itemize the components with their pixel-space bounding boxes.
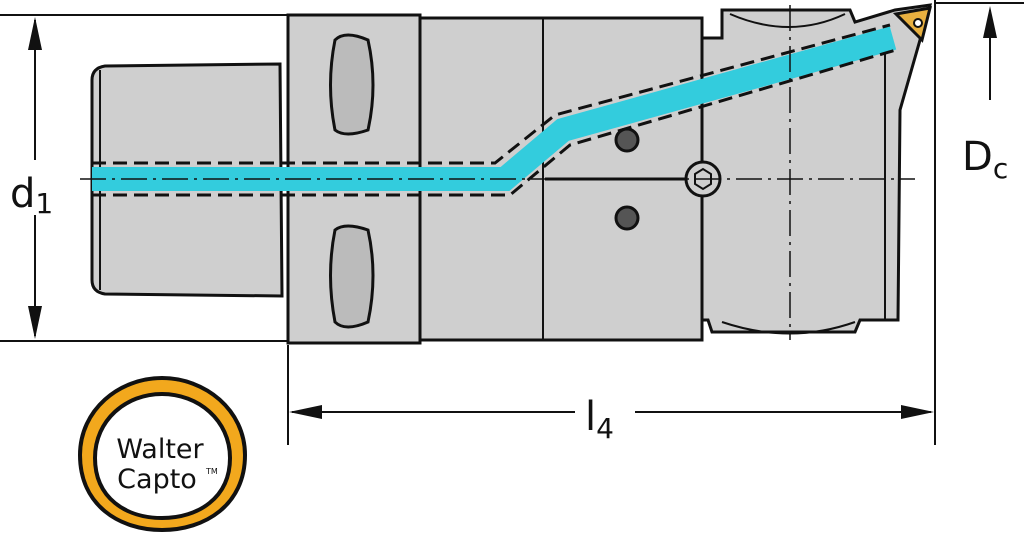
d1-label: d1: [10, 171, 53, 220]
insert: [892, 6, 933, 43]
d1-label-bg: [8, 160, 60, 215]
screw-top-icon: [614, 127, 640, 153]
logo-tm: TM: [205, 467, 218, 476]
hex-socket-icon: [694, 167, 712, 191]
logo-inner: [92, 391, 233, 521]
dc-label: Dc: [962, 134, 1008, 185]
logo-text-walter: Walter: [116, 434, 204, 465]
walter-capto-logo: Walter Capto TM: [77, 375, 248, 533]
insert-screw-icon: [913, 18, 923, 28]
l4-arrow-right-icon: [901, 405, 934, 419]
coolant-outline-top: [92, 23, 891, 165]
l4-label: l4: [585, 394, 614, 445]
screw-bottom-icon: [614, 205, 640, 231]
d1-arrow-bottom-icon: [28, 306, 42, 339]
l4-arrow-left-icon: [289, 405, 322, 419]
head-top-curve: [729, 13, 846, 28]
logo-text-capto: Capto: [117, 464, 197, 495]
d1-arrow-top-icon: [28, 17, 42, 50]
flange-slot-bottom: [329, 224, 375, 329]
dc-arrow-icon: [983, 6, 997, 38]
flange-slot-top: [329, 33, 375, 136]
